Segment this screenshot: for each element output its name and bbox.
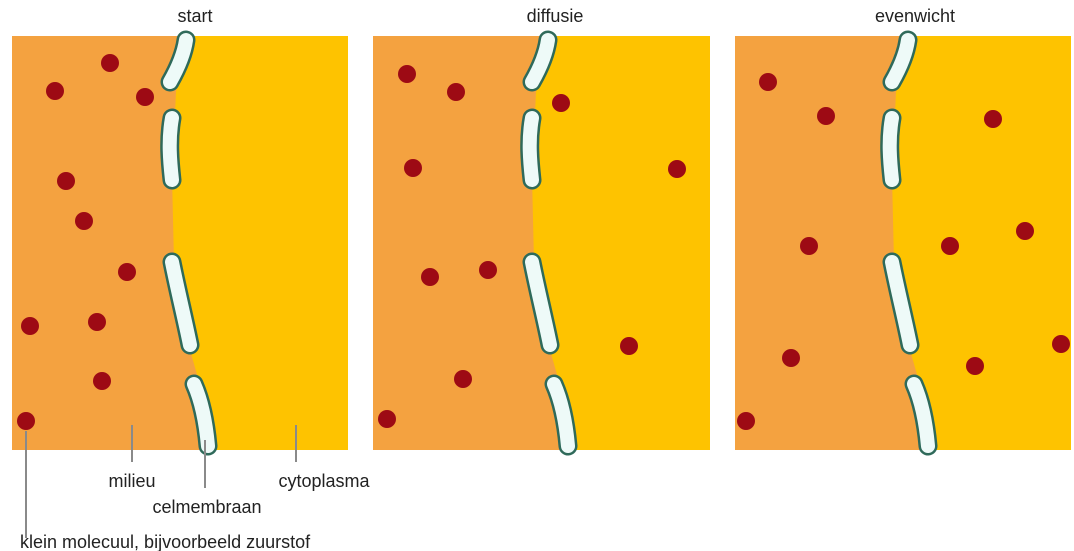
molecule bbox=[21, 317, 39, 335]
panel-evenwicht bbox=[735, 36, 1071, 450]
molecule bbox=[454, 370, 472, 388]
molecule bbox=[404, 159, 422, 177]
molecule bbox=[88, 313, 106, 331]
molecule bbox=[479, 261, 497, 279]
molecule bbox=[447, 83, 465, 101]
molecule bbox=[398, 65, 416, 83]
molecule bbox=[817, 107, 835, 125]
molecule bbox=[620, 337, 638, 355]
label-molecule: klein molecuul, bijvoorbeeld zuurstof bbox=[20, 532, 311, 551]
molecule bbox=[136, 88, 154, 106]
panel-start bbox=[12, 36, 348, 450]
molecule bbox=[93, 372, 111, 390]
panel-title-start: start bbox=[177, 6, 212, 26]
molecule bbox=[759, 73, 777, 91]
membrane-segment bbox=[890, 118, 892, 180]
molecule bbox=[57, 172, 75, 190]
molecule bbox=[118, 263, 136, 281]
molecule bbox=[421, 268, 439, 286]
molecule bbox=[17, 412, 35, 430]
membrane-segment bbox=[530, 118, 532, 180]
molecule bbox=[737, 412, 755, 430]
molecule bbox=[782, 349, 800, 367]
molecule bbox=[378, 410, 396, 428]
panel-title-evenwicht: evenwicht bbox=[875, 6, 955, 26]
molecule bbox=[46, 82, 64, 100]
molecule bbox=[552, 94, 570, 112]
label-milieu: milieu bbox=[108, 471, 155, 491]
label-cytoplasm: cytoplasma bbox=[278, 471, 370, 491]
molecule bbox=[966, 357, 984, 375]
molecule bbox=[1016, 222, 1034, 240]
molecule bbox=[941, 237, 959, 255]
molecule bbox=[668, 160, 686, 178]
molecule bbox=[101, 54, 119, 72]
label-membrane: celmembraan bbox=[152, 497, 261, 517]
panel-diffusie bbox=[373, 36, 710, 450]
molecule bbox=[800, 237, 818, 255]
molecule bbox=[75, 212, 93, 230]
molecule bbox=[1052, 335, 1070, 353]
panel-title-diffusie: diffusie bbox=[527, 6, 584, 26]
molecule bbox=[984, 110, 1002, 128]
membrane-segment bbox=[170, 118, 172, 180]
